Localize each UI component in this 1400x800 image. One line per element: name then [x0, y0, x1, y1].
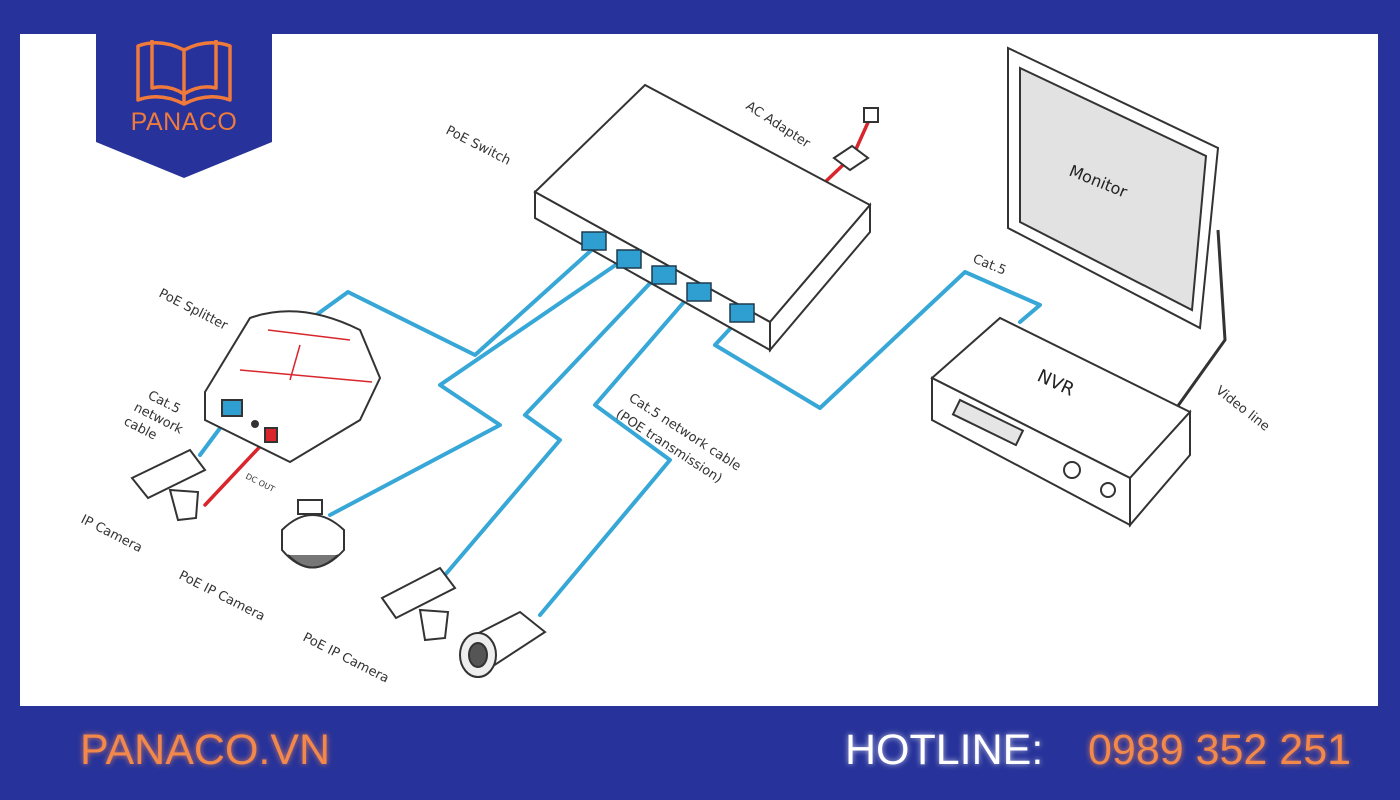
- poe-switch-device: [533, 83, 872, 353]
- logo-text: PANACO: [130, 108, 238, 136]
- cable-switch-to-bullet-camera: [538, 293, 692, 617]
- poe-splitter-device: [204, 310, 382, 464]
- cable-switch-to-ptz-camera: [443, 276, 657, 577]
- label-poe-ip-camera-2: PoE IP Camera: [300, 630, 391, 686]
- logo-badge: [96, 0, 272, 178]
- dc-out-cable: [203, 436, 270, 507]
- book-logo-icon: [136, 40, 232, 106]
- footer-website-link[interactable]: PANACO.VN: [80, 726, 331, 774]
- poe-ip-camera-device: [380, 566, 457, 642]
- label-ip-camera: IP Camera: [78, 512, 144, 556]
- label-dc-out: DC OUT: [244, 472, 276, 494]
- bullet-camera-device: [459, 610, 547, 678]
- monitor-device: [1007, 46, 1227, 411]
- switch-ports: [581, 231, 755, 323]
- label-cat5-top: Cat.5: [971, 252, 1009, 279]
- footer-hotline-label: HOTLINE:: [845, 726, 1044, 774]
- ip-camera-device: [130, 448, 207, 522]
- nvr-device: [930, 316, 1192, 528]
- dome-camera-device: [281, 499, 345, 569]
- cable-switch-to-nvr: [713, 270, 1042, 410]
- cable-switch-to-dome-camera: [328, 260, 622, 517]
- label-poe-splitter: PoE Splitter: [156, 286, 230, 334]
- ac-adapter-device: [832, 107, 879, 172]
- label-poe-switch: PoE Switch: [443, 123, 513, 168]
- label-poe-ip-camera-1: PoE IP Camera: [176, 568, 267, 624]
- label-video-line: Video line: [1213, 383, 1273, 434]
- footer-phone-number[interactable]: 0989 352 251: [1088, 726, 1352, 774]
